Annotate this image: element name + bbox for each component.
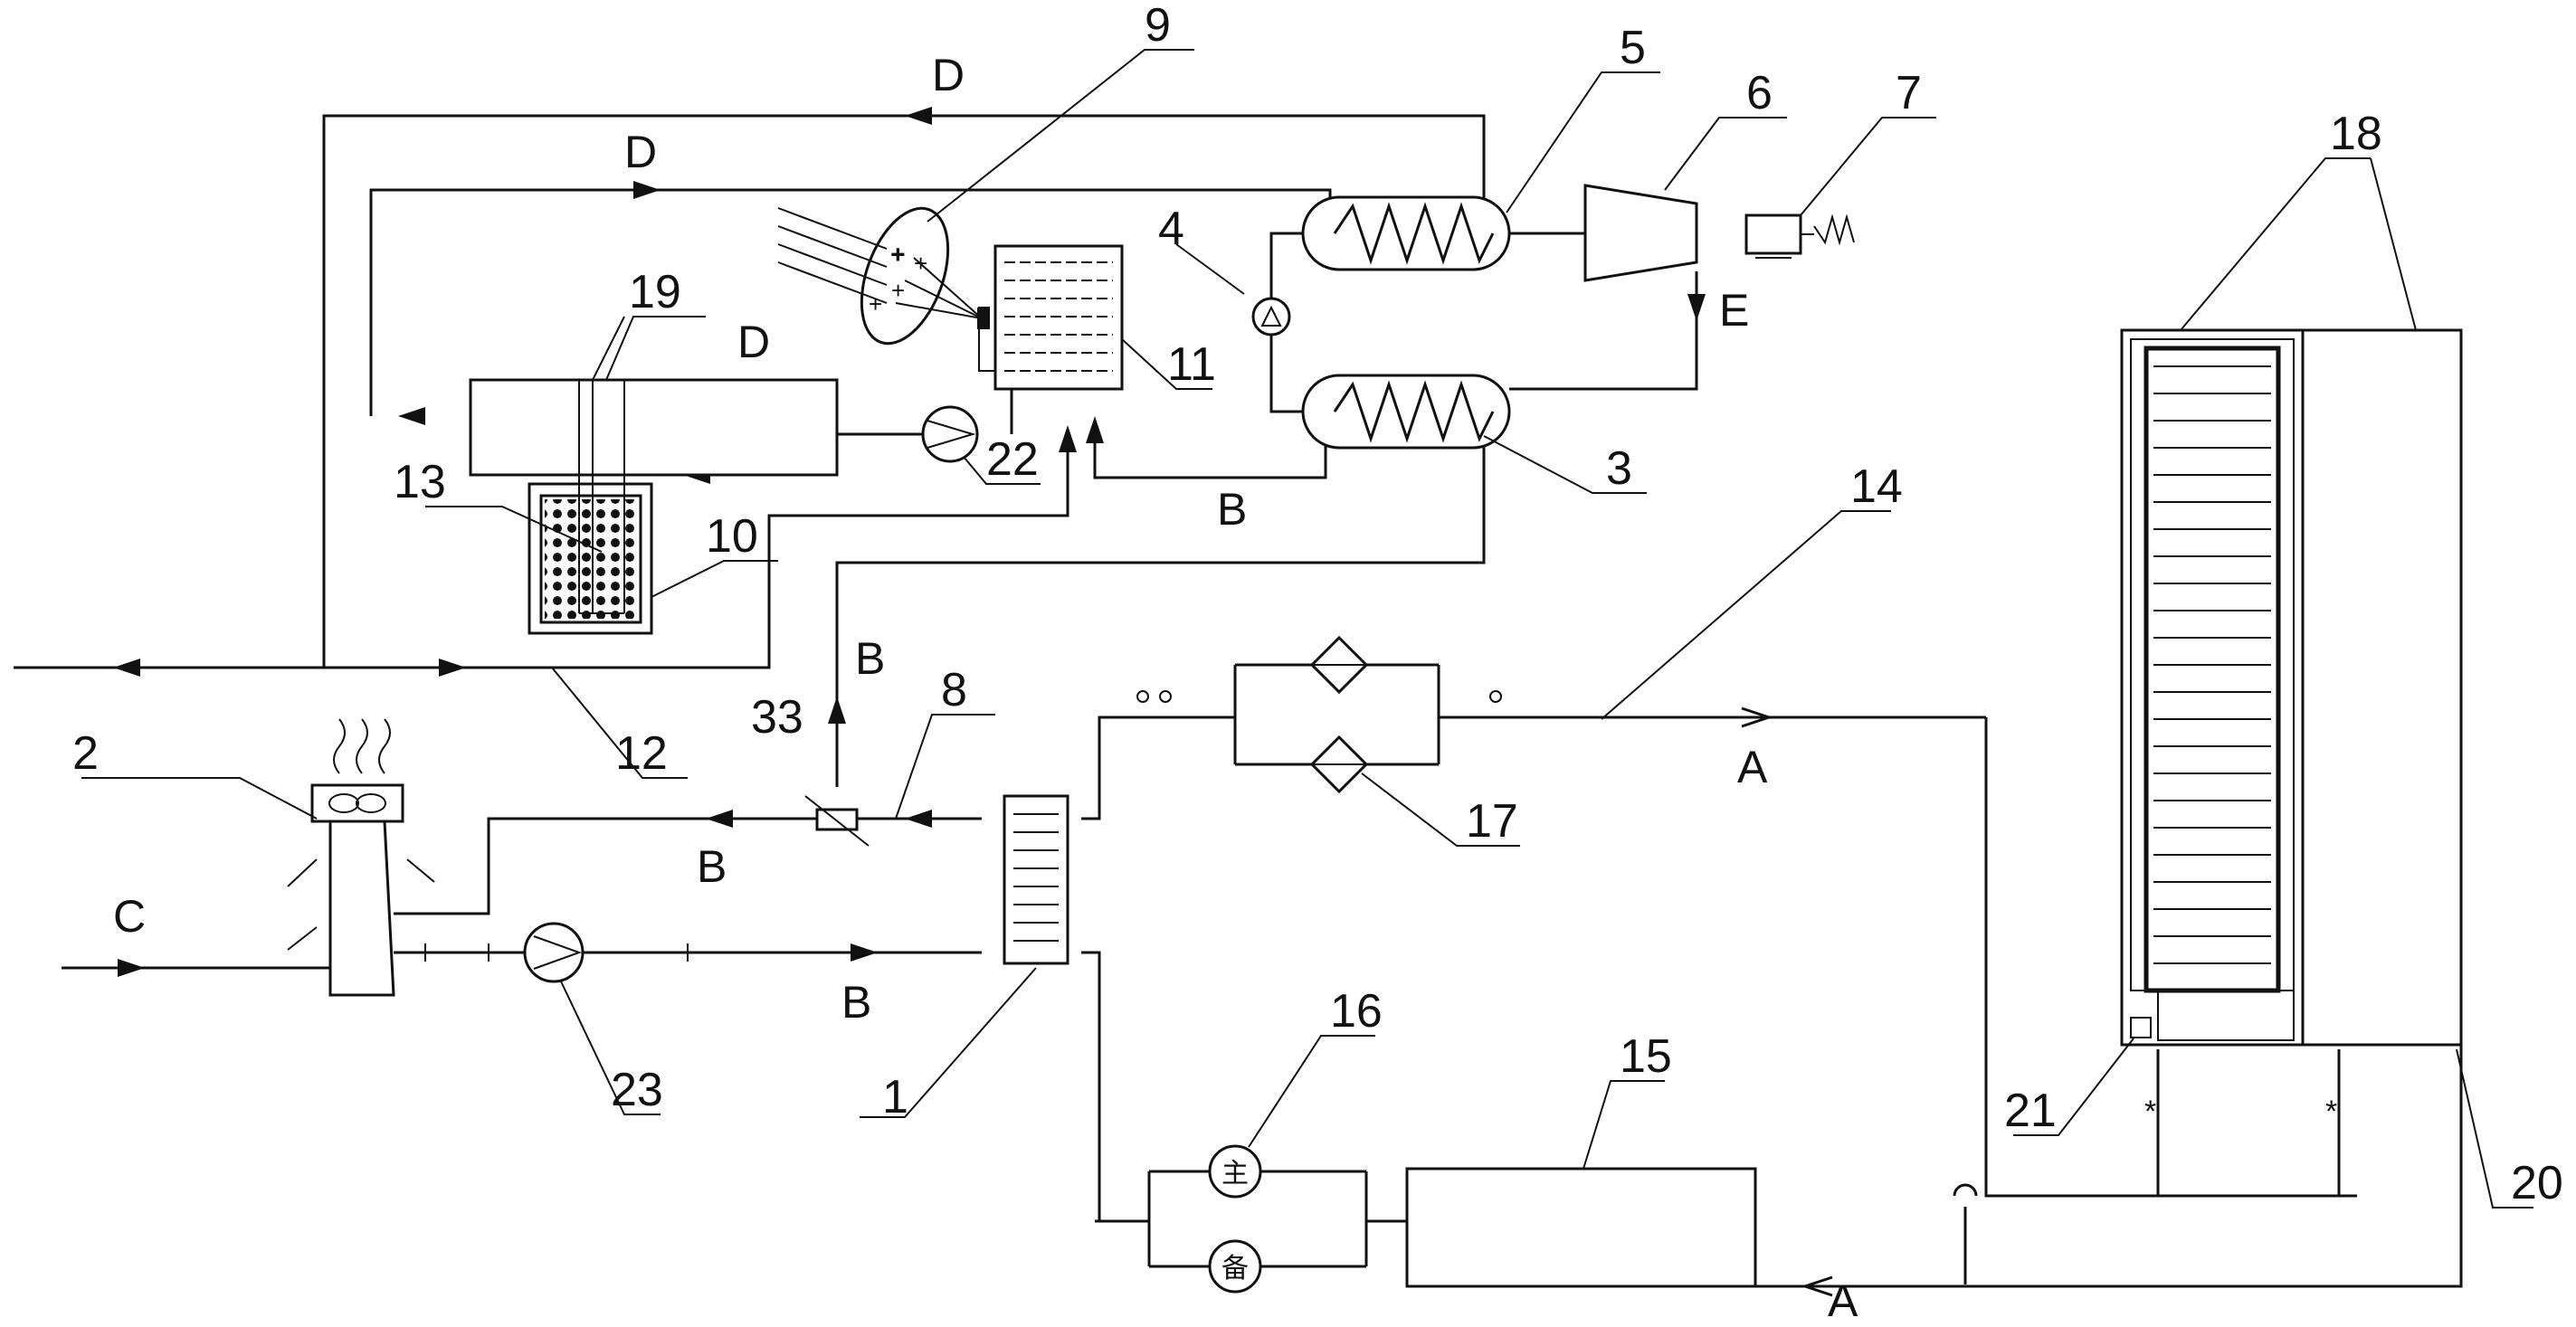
label-21: 21 bbox=[2004, 1085, 2057, 1137]
unit-19-box bbox=[469, 378, 839, 477]
label-2: 2 bbox=[72, 727, 99, 780]
flow-label-d-unit19: D bbox=[737, 317, 770, 367]
flow-label-d-mid: D bbox=[624, 127, 657, 177]
label-18: 18 bbox=[2330, 108, 2382, 160]
svg-text:+: + bbox=[891, 242, 905, 268]
flow-label-c: C bbox=[113, 891, 146, 942]
label-12: 12 bbox=[615, 727, 668, 780]
reactor-10 bbox=[528, 380, 653, 635]
heat-exchanger-5 bbox=[1301, 195, 1511, 271]
plate-heat-exchanger-1 bbox=[1003, 794, 1069, 965]
label-22: 22 bbox=[986, 433, 1039, 486]
flow-letter-labels: D D D E B B B B C A A bbox=[113, 50, 1858, 1326]
part-number-labels: 1 2 3 4 5 6 7 8 9 10 11 12 13 14 15 16 1… bbox=[72, 0, 2563, 1209]
backup-pump-mark: 备 bbox=[1221, 1253, 1249, 1284]
label-4: 4 bbox=[1158, 203, 1184, 255]
turbine-6 bbox=[1583, 184, 1698, 282]
svg-text:+: + bbox=[914, 250, 927, 277]
label-5: 5 bbox=[1620, 22, 1646, 74]
cabinet-cold-plates bbox=[2143, 346, 2281, 993]
pump-22 bbox=[921, 405, 979, 463]
svg-text:*: * bbox=[2325, 1095, 2337, 1129]
label-17: 17 bbox=[1466, 795, 1518, 848]
generator-7 bbox=[1744, 213, 1855, 259]
piping bbox=[14, 114, 2463, 1288]
flow-label-b-up: B bbox=[855, 633, 885, 684]
valve-33 bbox=[804, 795, 870, 847]
flow-label-d-top: D bbox=[932, 50, 965, 100]
label-14: 14 bbox=[1850, 460, 1903, 513]
flow-label-a-top: A bbox=[1737, 742, 1768, 792]
label-19: 19 bbox=[629, 266, 681, 318]
label-11: 11 bbox=[1167, 338, 1216, 391]
flow-label-b-line8: B bbox=[697, 841, 727, 892]
water-tank-15 bbox=[1405, 1167, 1757, 1288]
pump-23 bbox=[424, 922, 689, 983]
leader-lines bbox=[81, 49, 2533, 1209]
label-33: 33 bbox=[751, 691, 803, 744]
svg-text:*: * bbox=[2144, 1095, 2156, 1129]
label-9: 9 bbox=[1145, 0, 1171, 52]
label-8: 8 bbox=[941, 664, 967, 716]
heat-exchanger-3 bbox=[1301, 374, 1511, 450]
label-1: 1 bbox=[882, 1071, 908, 1123]
filter-17 bbox=[1136, 635, 1502, 794]
label-16: 16 bbox=[1330, 985, 1383, 1038]
solar-collector-9: + + + + bbox=[777, 206, 990, 346]
flow-label-a-bottom: A bbox=[1828, 1275, 1858, 1326]
storage-tank-11 bbox=[978, 244, 1124, 391]
label-6: 6 bbox=[1746, 67, 1773, 119]
label-15: 15 bbox=[1620, 1030, 1672, 1083]
svg-text:+: + bbox=[869, 290, 882, 318]
main-pump-mark: 主 bbox=[1221, 1158, 1249, 1190]
server-cabinet-18: * * bbox=[2120, 328, 2463, 1129]
flow-label-b-pump23: B bbox=[841, 977, 871, 1028]
label-3: 3 bbox=[1606, 442, 1632, 495]
label-7: 7 bbox=[1896, 67, 1922, 119]
flow-label-b-return: B bbox=[1217, 484, 1247, 535]
label-23: 23 bbox=[611, 1064, 663, 1116]
main-pump-16: 主 bbox=[1208, 1144, 1262, 1199]
label-10: 10 bbox=[706, 510, 758, 563]
cooling-tower-2 bbox=[287, 718, 435, 997]
label-13: 13 bbox=[394, 456, 446, 508]
flow-label-e: E bbox=[1719, 285, 1749, 336]
label-20: 20 bbox=[2511, 1157, 2563, 1209]
svg-text:+: + bbox=[891, 277, 905, 304]
pump-4 bbox=[1251, 297, 1291, 336]
backup-pump-16: 备 bbox=[1208, 1239, 1262, 1294]
